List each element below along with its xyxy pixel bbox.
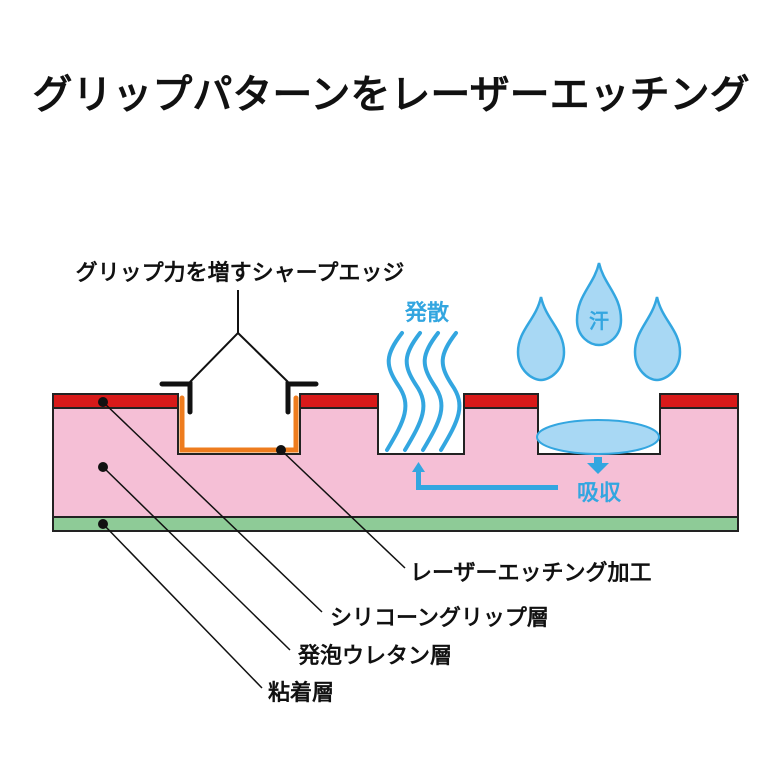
adhesive-layer [52,516,739,532]
sweat-puddle [536,419,660,455]
sharp-edge-leader [189,290,239,383]
sweat-label: 汗 [589,309,609,333]
sharp-edge-label: グリップ力を増すシャープエッジ [76,260,405,286]
absorption-arrows [412,457,609,490]
diffusion-label: 発散 [404,301,450,326]
absorption-label: 吸収 [577,481,622,506]
leader-dots [98,397,286,529]
laser-etched-surface [179,395,299,453]
urethane-layer-label: 発泡ウレタン層 [297,643,452,669]
sweat-drops-icon [516,262,682,382]
laser-etching-label: レーザーエッチング加工 [410,560,652,586]
silicone-layer-label: シリコーングリップ層 [330,605,549,631]
diagram-title: グリップパターンをレーザーエッチング [32,72,749,118]
sharp-edge-markers [159,381,319,415]
evaporation-waves-icon [385,331,462,452]
leader-lines [102,401,406,689]
adhesive-layer-label: 粘着層 [268,680,334,706]
silicone-grip-layer [52,393,739,409]
